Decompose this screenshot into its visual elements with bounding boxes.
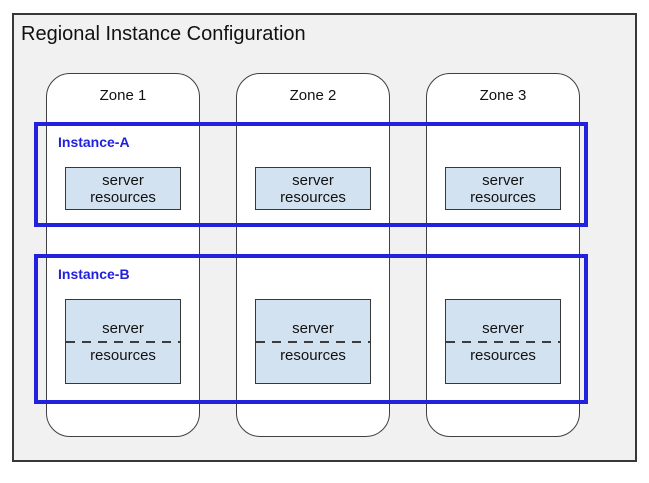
region-container: Regional Instance Configuration Zone 1 s… — [12, 13, 637, 462]
zone-3-instance-b-server-resources-box: server resources — [445, 299, 561, 384]
server-box-line1: server — [102, 171, 144, 189]
split-dashed-line — [256, 340, 370, 343]
server-box-line2: resources — [280, 346, 346, 364]
zone-2-instance-a-server-resources-box: server resources — [255, 167, 371, 210]
zone-3-instance-a-server-resources-box: server resources — [445, 167, 561, 210]
zone-2-label: Zone 2 — [289, 87, 337, 104]
instance-a-boundary: Instance-A — [34, 122, 588, 227]
zone-1-instance-a-server-resources-box: server resources — [65, 167, 181, 210]
zone-2-instance-b-server-resources-box: server resources — [255, 299, 371, 384]
server-box-line2: resources — [280, 188, 346, 206]
instance-b-label: Instance-B — [58, 266, 130, 282]
server-box-line2: resources — [90, 188, 156, 206]
server-box-line1: server — [292, 171, 334, 189]
server-box-line1: server — [102, 319, 144, 337]
split-dashed-line — [66, 340, 180, 343]
zone-3-label: Zone 3 — [479, 87, 527, 104]
instance-b-boundary: Instance-B — [34, 254, 588, 404]
server-box-line1: server — [482, 319, 524, 337]
server-box-line2: resources — [470, 346, 536, 364]
server-box-line2: resources — [470, 188, 536, 206]
split-dashed-line — [446, 340, 560, 343]
zone-1-instance-b-server-resources-box: server resources — [65, 299, 181, 384]
server-box-line1: server — [292, 319, 334, 337]
instance-a-label: Instance-A — [58, 134, 130, 150]
server-box-line1: server — [482, 171, 524, 189]
zone-1-label: Zone 1 — [99, 87, 147, 104]
diagram-title: Regional Instance Configuration — [21, 23, 306, 45]
server-box-line2: resources — [90, 346, 156, 364]
